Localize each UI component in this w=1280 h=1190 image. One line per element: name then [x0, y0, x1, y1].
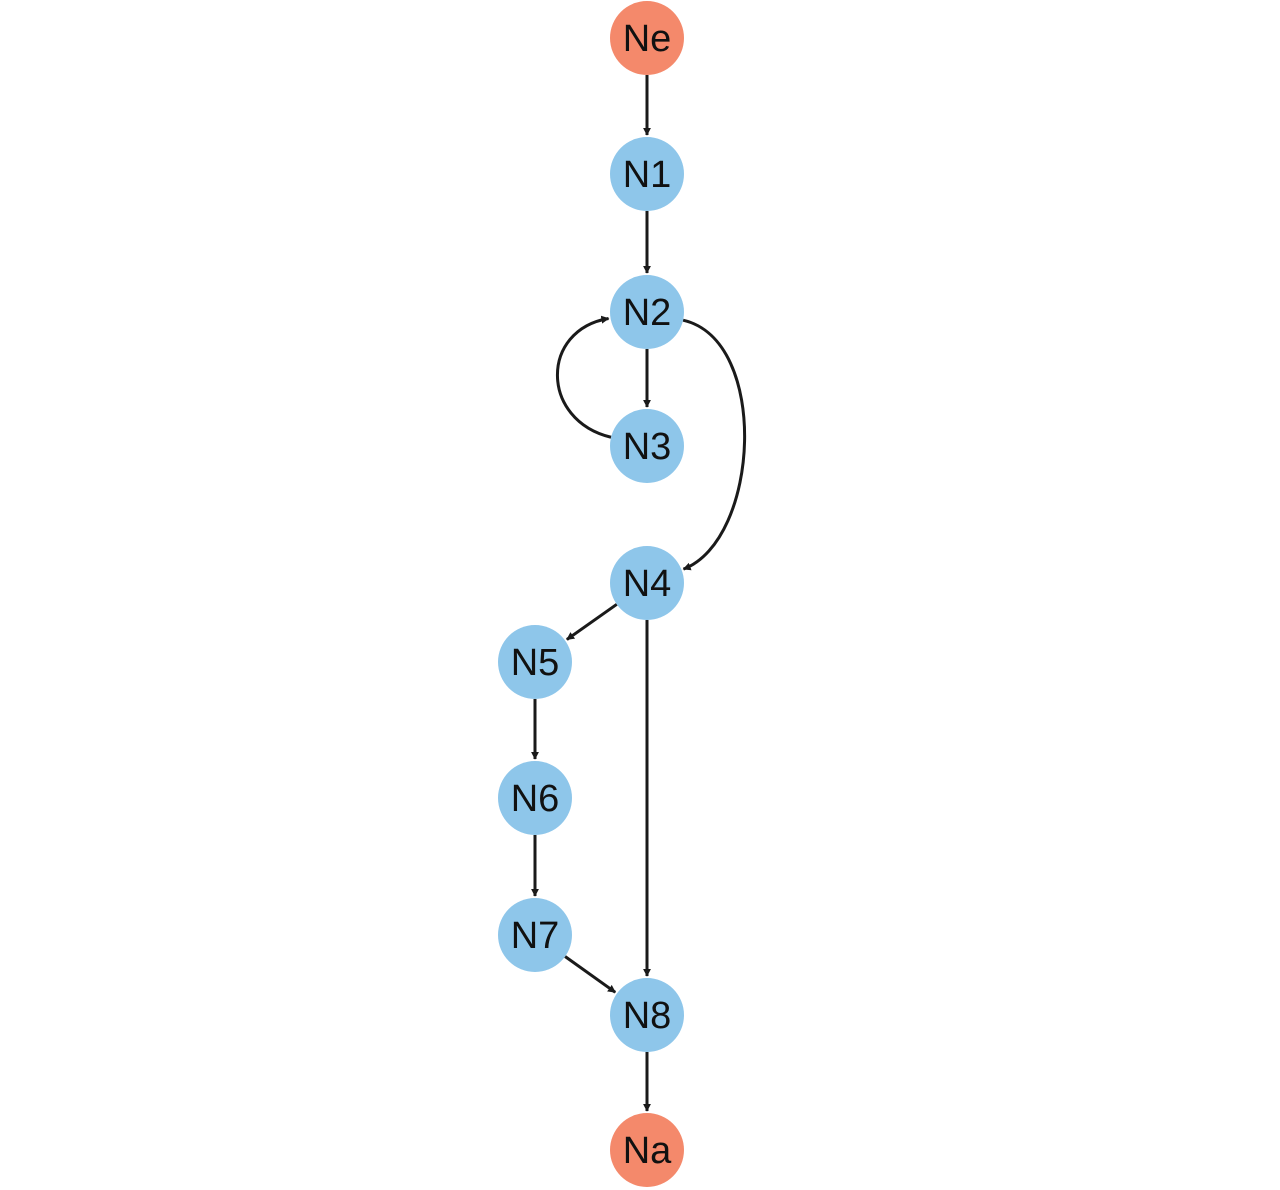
node-label: N2 [623, 292, 672, 334]
node-circle [498, 761, 572, 835]
node-na: Na [610, 1113, 684, 1187]
node-circle [610, 1113, 684, 1187]
node-ne: Ne [610, 1, 684, 75]
node-n5: N5 [498, 625, 572, 699]
edge-n4-to-n5 [566, 603, 618, 641]
node-label: N1 [623, 154, 672, 196]
edges [531, 75, 747, 1112]
node-n4: N4 [610, 546, 684, 620]
node-label: N5 [511, 642, 560, 684]
node-circle [610, 978, 684, 1052]
node-n3: N3 [610, 409, 684, 483]
node-label: N8 [623, 995, 672, 1037]
node-label: N6 [511, 778, 560, 820]
node-label: N7 [511, 915, 560, 957]
node-circle [498, 625, 572, 699]
node-circle [610, 1, 684, 75]
node-circle [610, 137, 684, 211]
node-label: N3 [623, 426, 672, 468]
node-n7: N7 [498, 898, 572, 972]
node-circle [610, 275, 684, 349]
edge-n2-to-n4 [682, 318, 747, 571]
node-n6: N6 [498, 761, 572, 835]
edge-n3-to-n2 [555, 315, 612, 439]
node-circle [610, 546, 684, 620]
node-label: Na [623, 1130, 672, 1172]
node-circle [498, 898, 572, 972]
node-label: Ne [623, 18, 672, 60]
edge-n7-to-n8 [564, 955, 617, 994]
node-n1: N1 [610, 137, 684, 211]
node-circle [610, 409, 684, 483]
node-n8: N8 [610, 978, 684, 1052]
node-n2: N2 [610, 275, 684, 349]
node-label: N4 [623, 563, 672, 605]
